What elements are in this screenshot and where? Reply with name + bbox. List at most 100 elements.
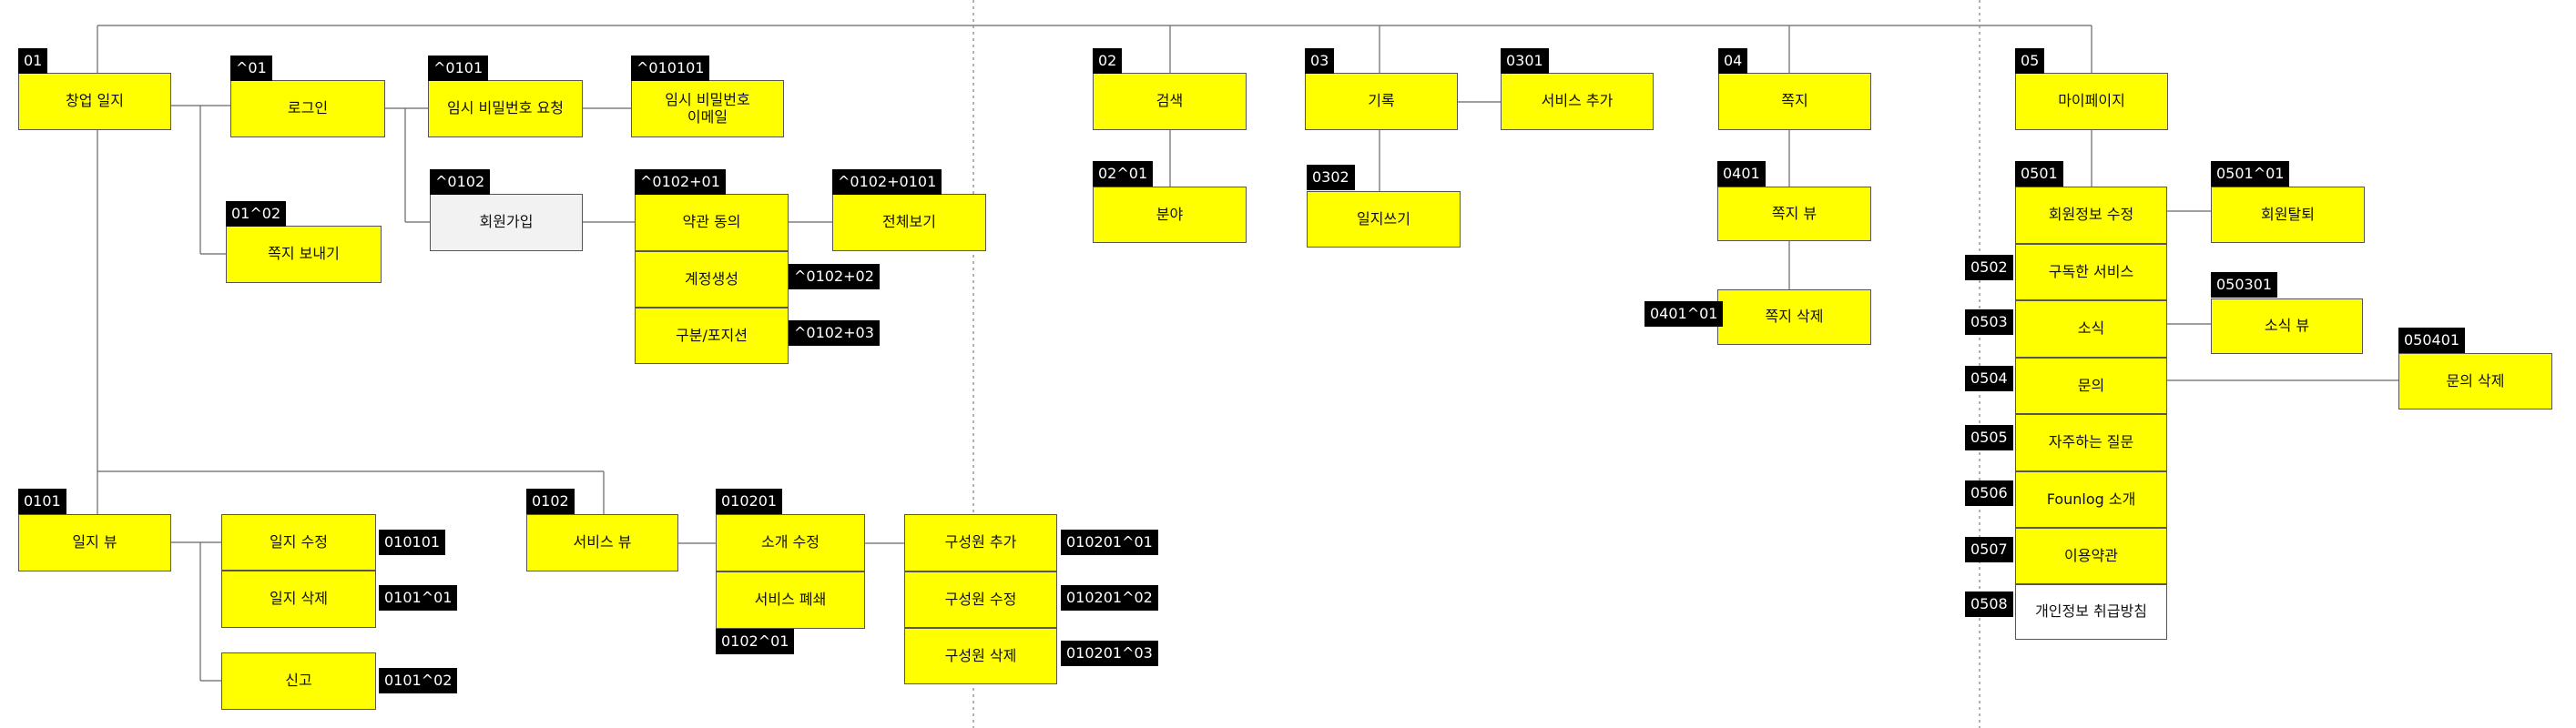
node-^0102+0101: 전체보기 — [832, 194, 986, 251]
node-label: 일지 수정 — [270, 532, 328, 551]
node-label: 자주하는 질문 — [2048, 433, 2134, 451]
tag-^0102: ^0102 — [430, 169, 491, 195]
node-^010101: 임시 비밀번호 이메일 — [631, 80, 784, 137]
tag-0101^01: 0101^01 — [379, 585, 458, 611]
node-label: 구분/포지션 — [676, 326, 748, 344]
node-label: 일지 삭제 — [270, 590, 328, 608]
tag-^010101: ^010101 — [631, 56, 710, 81]
tag-03: 03 — [1305, 48, 1335, 74]
node-0505: 자주하는 질문 — [2015, 414, 2167, 471]
node-050401: 문의 삭제 — [2398, 353, 2552, 410]
node-010201: 소개 수정 — [716, 514, 865, 571]
tag-0507: 0507 — [1965, 537, 2013, 562]
node-010101: 일지 수정 — [221, 514, 376, 571]
node-label: 기록 — [1368, 92, 1395, 110]
node-0102: 서비스 뷰 — [526, 514, 678, 571]
node-label: 전체보기 — [882, 213, 936, 231]
node-label: 회원가입 — [479, 213, 534, 231]
tag-010201^02: 010201^02 — [1061, 585, 1158, 611]
node-label: 신고 — [285, 672, 312, 690]
tag-010101: 010101 — [379, 530, 446, 555]
node-label: 약관 동의 — [682, 213, 741, 231]
tag-^0102+02: ^0102+02 — [789, 264, 880, 289]
node-0507: 이용약관 — [2015, 528, 2167, 584]
tag-0501^01: 0501^01 — [2211, 161, 2290, 187]
node-0401^01: 쪽지 삭제 — [1717, 289, 1871, 345]
tag-01: 01 — [18, 48, 48, 74]
node-label: 분야 — [1156, 205, 1184, 223]
tag-^01: ^01 — [230, 56, 272, 81]
node-02: 검색 — [1093, 73, 1247, 130]
node-0301: 서비스 추가 — [1501, 73, 1654, 130]
node-0508: 개인정보 취급방침 — [2015, 584, 2167, 640]
node-label: 임시 비밀번호 이메일 — [665, 91, 750, 126]
tag-05: 05 — [2015, 48, 2045, 74]
node-label: 개인정보 취급방침 — [2035, 602, 2147, 621]
node-label: 일지 뷰 — [72, 533, 117, 551]
node-03: 기록 — [1305, 73, 1458, 130]
node-01^02: 쪽지 보내기 — [226, 226, 382, 283]
node-0506: Founlog 소개 — [2015, 471, 2167, 528]
node-label: 서비스 폐쇄 — [754, 591, 827, 609]
tag-0302: 0302 — [1307, 165, 1355, 190]
tag-0101: 0101 — [18, 489, 66, 514]
node-label: 문의 삭제 — [2446, 371, 2505, 389]
tag-050401: 050401 — [2398, 328, 2466, 353]
tag-0503: 0503 — [1965, 309, 2013, 335]
node-label: 쪽지 삭제 — [1765, 308, 1824, 326]
node-0501: 회원정보 수정 — [2015, 187, 2167, 244]
node-label: 일지쓰기 — [1357, 209, 1410, 228]
node-0101^01: 일지 삭제 — [221, 571, 376, 628]
node-0302: 일지쓰기 — [1307, 191, 1461, 248]
node-label: 서비스 추가 — [1541, 92, 1614, 110]
tag-0501: 0501 — [2015, 161, 2063, 187]
node-label: 계정생성 — [685, 269, 738, 288]
tag-^0102+01: ^0102+01 — [635, 169, 726, 195]
node-04: 쪽지 — [1718, 73, 1871, 130]
node-05: 마이페이지 — [2015, 73, 2168, 130]
tag-0401: 0401 — [1717, 161, 1766, 187]
tag-0102^01: 0102^01 — [716, 629, 795, 654]
tag-0505: 0505 — [1965, 425, 2013, 450]
node-label: 구성원 삭제 — [944, 646, 1017, 664]
tag-0301: 0301 — [1501, 48, 1549, 74]
node-0102^01: 서비스 폐쇄 — [716, 571, 865, 629]
tag-0102: 0102 — [526, 489, 575, 514]
node-label: 임시 비밀번호 요청 — [447, 99, 564, 117]
node-label: 소식 뷰 — [2264, 317, 2310, 335]
tag-02^01: 02^01 — [1093, 161, 1154, 187]
node-^01: 로그인 — [230, 80, 385, 137]
node-01: 창업 일지 — [18, 73, 171, 130]
node-010201^01: 구성원 추가 — [904, 514, 1057, 571]
node-050301: 소식 뷰 — [2211, 298, 2363, 354]
node-010201^03: 구성원 삭제 — [904, 628, 1057, 684]
tag-0401^01: 0401^01 — [1644, 301, 1724, 327]
node-label: 소개 수정 — [761, 533, 820, 551]
node-label: 검색 — [1156, 92, 1184, 110]
tag-0502: 0502 — [1965, 255, 2013, 280]
node-label: 쪽지 뷰 — [1771, 204, 1817, 222]
node-label: 이용약관 — [2064, 546, 2118, 564]
tag-0506: 0506 — [1965, 480, 2013, 506]
node-0502: 구독한 서비스 — [2015, 244, 2167, 300]
node-label: 로그인 — [287, 99, 329, 117]
tag-0508: 0508 — [1965, 592, 2013, 617]
node-label: 마이페이지 — [2058, 92, 2125, 110]
node-02^01: 분야 — [1093, 187, 1247, 243]
node-0501^01: 회원탈퇴 — [2211, 187, 2365, 243]
node-label: 서비스 뷰 — [573, 533, 632, 551]
tag-010201: 010201 — [716, 489, 783, 514]
node-0504: 문의 — [2015, 358, 2167, 414]
tag-010201^01: 010201^01 — [1061, 530, 1158, 555]
node-^0102+03: 구분/포지션 — [635, 308, 789, 364]
node-label: 창업 일지 — [66, 92, 124, 110]
tag-04: 04 — [1718, 48, 1748, 74]
node-label: 구성원 수정 — [944, 590, 1017, 608]
node-0101: 일지 뷰 — [18, 514, 171, 571]
tag-0504: 0504 — [1965, 366, 2013, 391]
node-label: 구성원 추가 — [944, 533, 1017, 551]
node-label: 구독한 서비스 — [2048, 262, 2134, 280]
node-0101^02: 신고 — [221, 652, 376, 710]
tag-^0102+0101: ^0102+0101 — [832, 169, 942, 195]
